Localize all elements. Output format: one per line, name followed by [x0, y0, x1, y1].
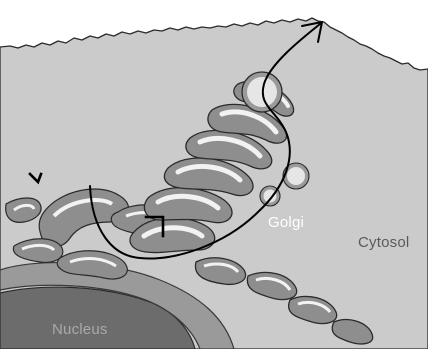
nucleus-label: Nucleus: [52, 321, 108, 338]
golgi-label: Golgi: [268, 214, 304, 231]
cytosol-label: Cytosol: [358, 234, 409, 251]
